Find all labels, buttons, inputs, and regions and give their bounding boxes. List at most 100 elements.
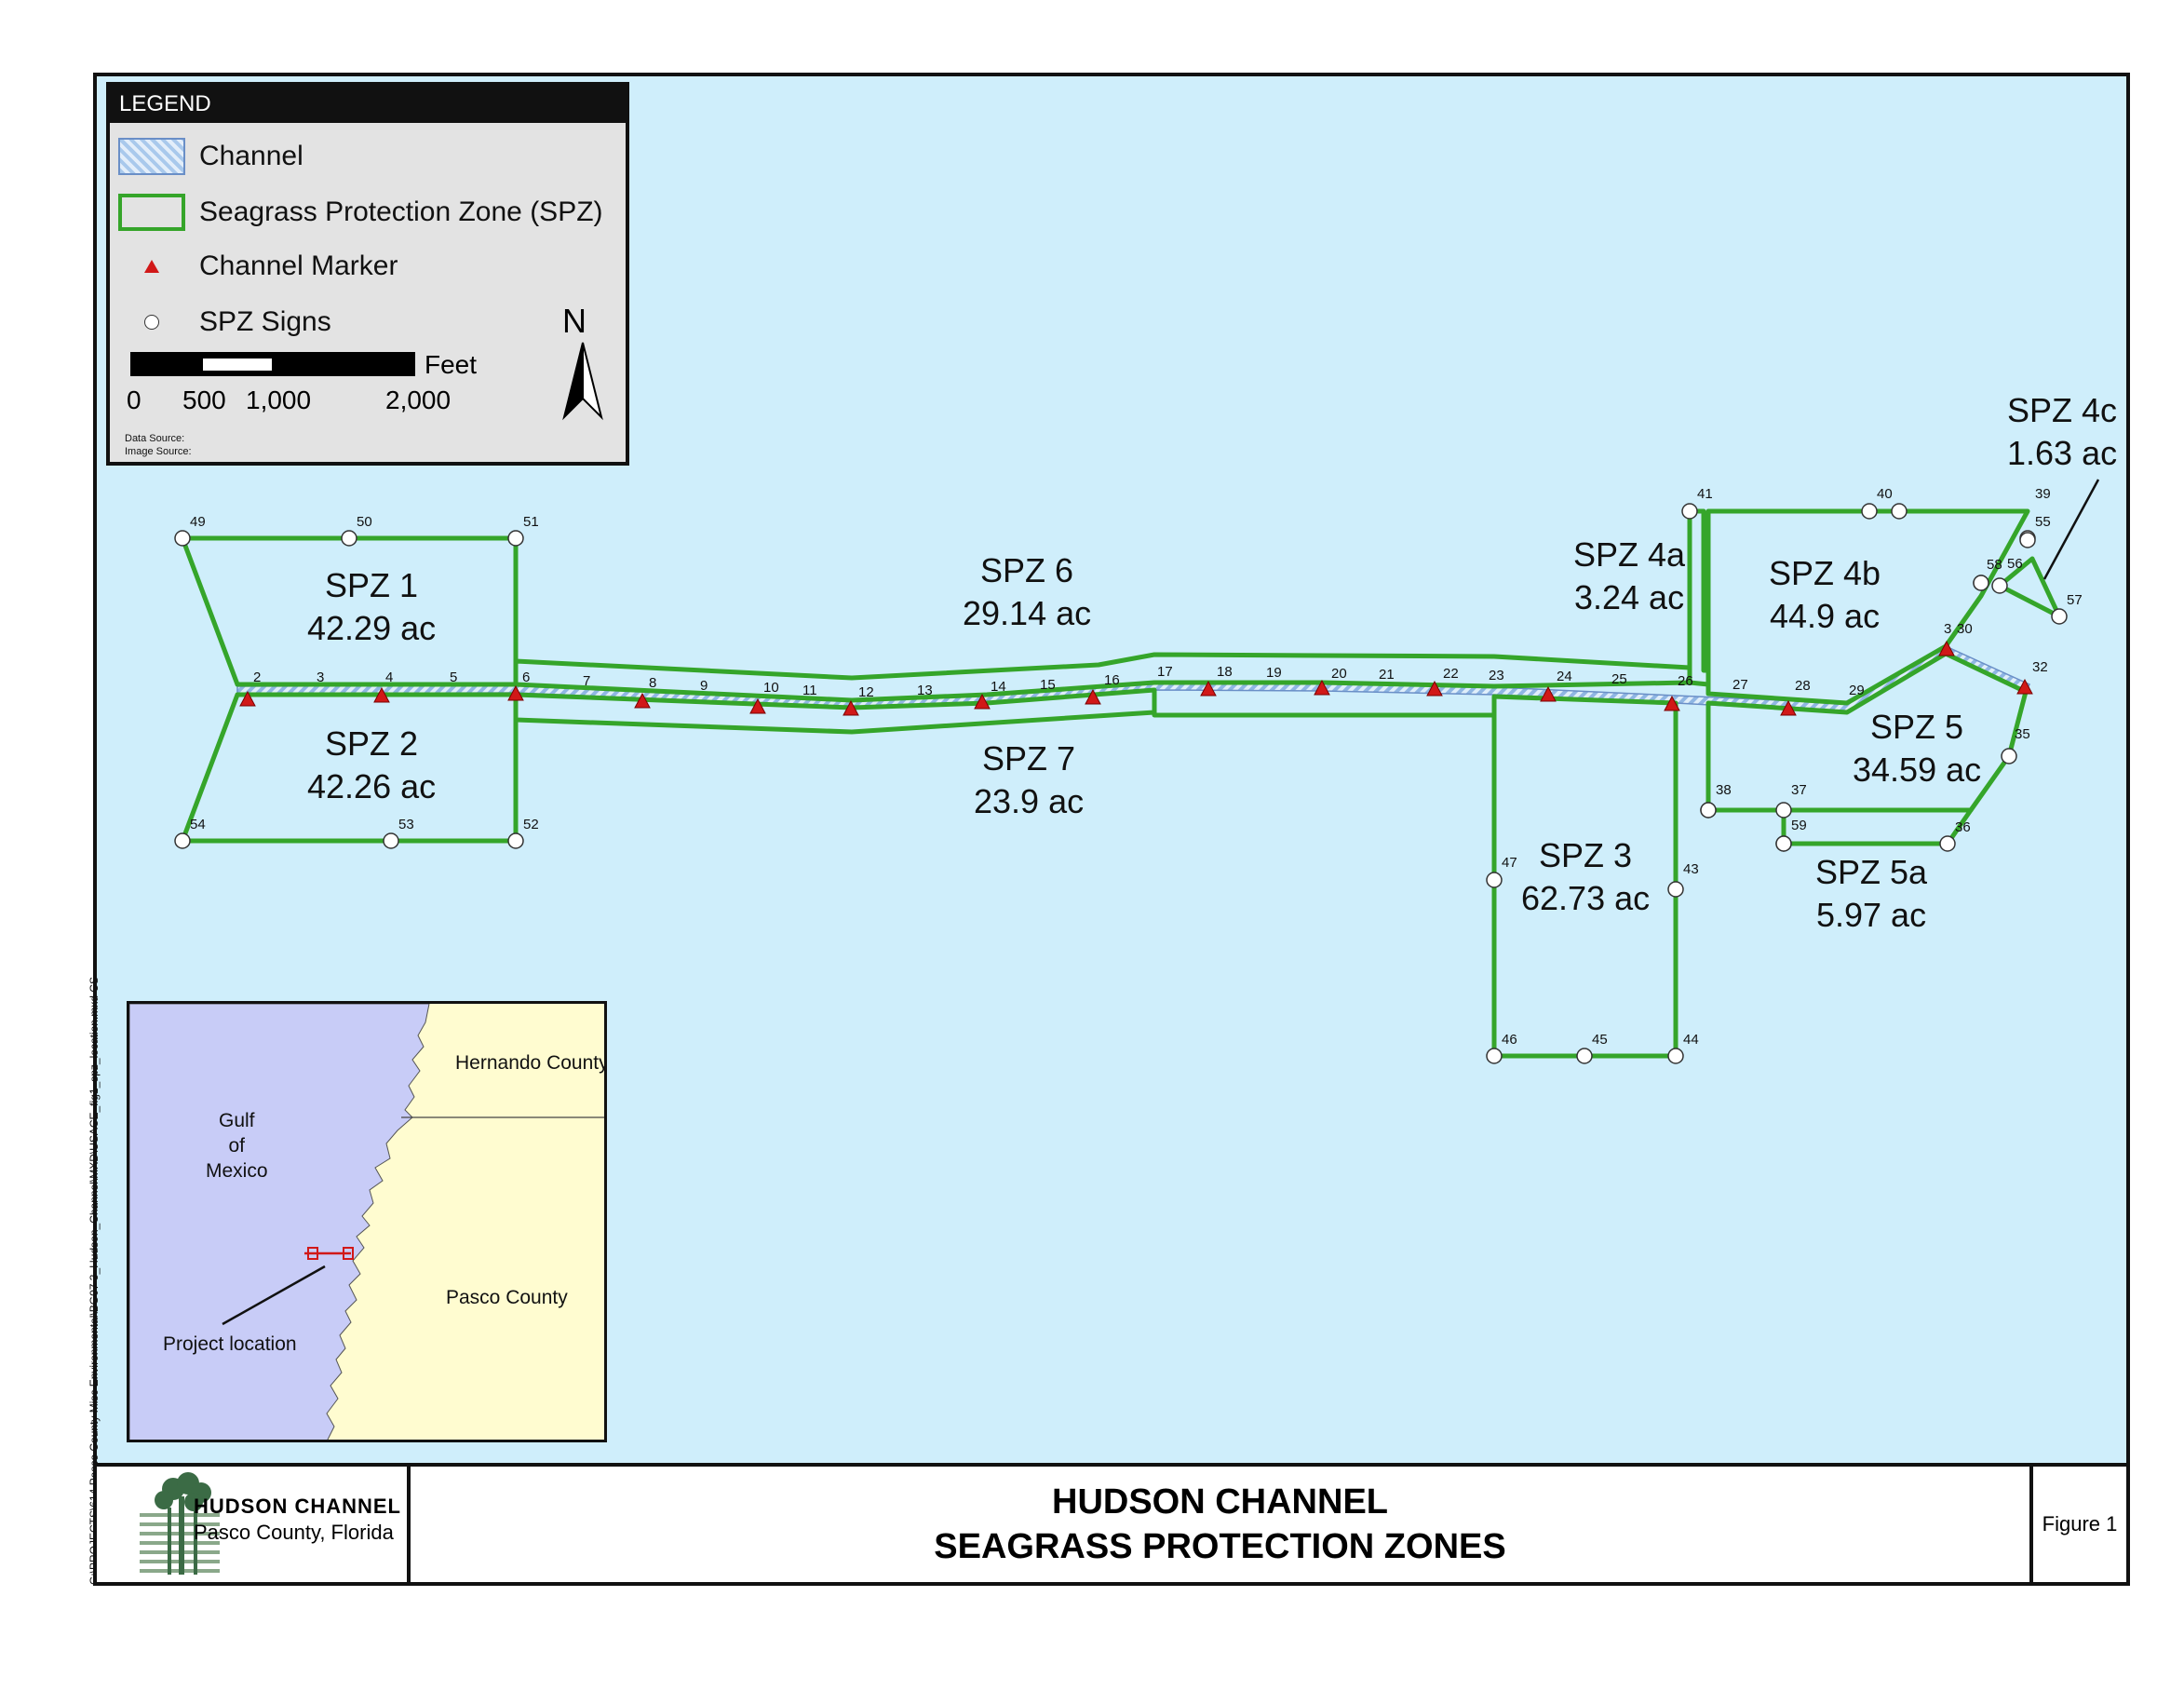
sign-number-label: 57 <box>2067 592 2083 608</box>
channel-marker-icon <box>1314 679 1330 696</box>
scale-tick: 2,000 <box>385 386 452 414</box>
channel-marker-icon <box>1085 688 1101 705</box>
map-title: HUDSON CHANNEL SEAGRASS PROTECTION ZONES <box>411 1467 2029 1582</box>
scale-tick: 0 <box>127 386 142 414</box>
channel-marker-icon <box>239 690 256 707</box>
spz-sign-icon <box>1775 802 1792 818</box>
spz-sign-icon <box>174 530 191 547</box>
legend-label: Channel <box>199 141 303 171</box>
sign-number-label: 16 <box>1104 672 1120 688</box>
sign-number-label: 10 <box>763 680 779 696</box>
spz-6-boundary <box>513 652 1692 703</box>
scale-tick: 500 <box>182 386 226 414</box>
legend-item-spz: Seagrass Protection Zone (SPZ) <box>117 192 603 233</box>
sign-number-label: 14 <box>991 679 1006 695</box>
spz-sign-icon <box>1973 575 1989 591</box>
spz-sign-icon <box>1700 802 1717 818</box>
channel-marker-icon <box>843 699 859 716</box>
sign-number-label: 50 <box>357 514 372 530</box>
sign-number-label: 6 <box>522 670 531 685</box>
spz-sign-icon <box>341 530 357 547</box>
data-source: Data Source: Image Source: <box>125 432 192 458</box>
channel-marker-icon <box>373 686 390 703</box>
north-arrow-icon: N <box>555 302 611 423</box>
sign-number-label: 43 <box>1683 861 1699 877</box>
inset-map-shape <box>129 1004 604 1440</box>
legend-item-marker: Channel Marker <box>117 246 398 287</box>
sign-number-label: 36 <box>1955 819 1971 835</box>
legend-label: SPZ Signs <box>199 306 331 337</box>
sign-number-label: 37 <box>1791 782 1807 798</box>
sign-number-label: 2 <box>253 670 262 685</box>
spz-sign-icon <box>1667 1048 1684 1064</box>
north-letter: N <box>562 302 586 340</box>
sign-number-label: 12 <box>858 684 874 700</box>
spz-sign-icon <box>2019 532 2036 548</box>
spz-sign-icon <box>1667 881 1684 898</box>
sign-number-label: 15 <box>1040 677 1056 693</box>
title-block: HUDSON CHANNEL Pasco County, Florida HUD… <box>93 1463 2130 1586</box>
sign-number-label: 13 <box>917 683 933 698</box>
scale-tick: 1,000 <box>246 386 312 414</box>
sign-number-label: 52 <box>523 817 539 832</box>
legend-label: Channel Marker <box>199 250 398 281</box>
legend-panel: LEGEND Channel Seagrass Protection Zone … <box>106 82 629 466</box>
spz-7-boundary <box>513 687 1157 735</box>
legend-item-signs: SPZ Signs <box>117 302 331 343</box>
sign-number-label: 7 <box>583 673 591 689</box>
spz-4c-boundary <box>1997 556 2062 619</box>
sign-number-label: 56 <box>2007 556 2023 572</box>
spz-sign-icon <box>2001 748 2017 764</box>
sign-number-label: 3 <box>1944 621 1952 637</box>
channel-marker-icon <box>1780 699 1797 716</box>
sign-number-label: 59 <box>1791 818 1807 833</box>
spz-sign-icon <box>1681 503 1698 520</box>
scale-bar <box>130 352 415 376</box>
inset-label-pasco: Pasco County <box>446 1287 568 1308</box>
map-title-line-1: HUDSON CHANNEL <box>1052 1482 1388 1522</box>
sign-number-label: 55 <box>2035 514 2051 530</box>
sign-number-label: 35 <box>2015 726 2030 742</box>
spz-3-top <box>1152 712 1494 718</box>
sign-number-label: 46 <box>1502 1032 1517 1048</box>
channel-marker-icon <box>1938 640 1955 656</box>
channel-marker-icon <box>974 693 991 710</box>
spz-sign-icon <box>1891 503 1908 520</box>
sign-number-label: 53 <box>398 817 414 832</box>
map-title-line-2: SEAGRASS PROTECTION ZONES <box>934 1527 1506 1566</box>
spz-4c-leader <box>2042 479 2100 580</box>
sign-number-label: 39 <box>2035 486 2051 502</box>
channel-marker-icon <box>1200 680 1217 697</box>
inset-label-project: Project location <box>163 1333 297 1355</box>
spz-sign-icon <box>1486 872 1503 888</box>
logo-line-1: HUDSON CHANNEL <box>194 1495 401 1518</box>
sign-number-label: 45 <box>1592 1032 1608 1048</box>
sign-number-label: 20 <box>1331 666 1347 682</box>
sign-number-label: 54 <box>190 817 206 832</box>
sign-number-label: 49 <box>190 514 206 530</box>
logo-line-2: Pasco County, Florida <box>194 1521 394 1544</box>
sign-number-label: 28 <box>1795 678 1811 694</box>
spz-sign-icon <box>507 832 524 849</box>
sign-number-label: 3 <box>317 670 325 685</box>
sign-number-label: 58 <box>1987 557 2002 573</box>
hatched-channel-swatch <box>118 138 185 175</box>
channel-marker-icon <box>1540 685 1557 702</box>
sign-number-label: 22 <box>1443 666 1459 682</box>
channel-marker-icon <box>2016 678 2033 695</box>
sign-number-label: 11 <box>802 683 817 698</box>
scale-unit: Feet <box>425 350 478 379</box>
spz-sign-icon <box>1775 835 1792 852</box>
data-source-label: Data Source: <box>125 433 185 444</box>
sign-number-label: 27 <box>1732 677 1748 693</box>
sign-number-label: 40 <box>1877 486 1893 502</box>
tree-logo-icon <box>140 1472 220 1575</box>
sign-number-label: 23 <box>1489 668 1504 683</box>
north-arrow-shape <box>562 342 603 421</box>
